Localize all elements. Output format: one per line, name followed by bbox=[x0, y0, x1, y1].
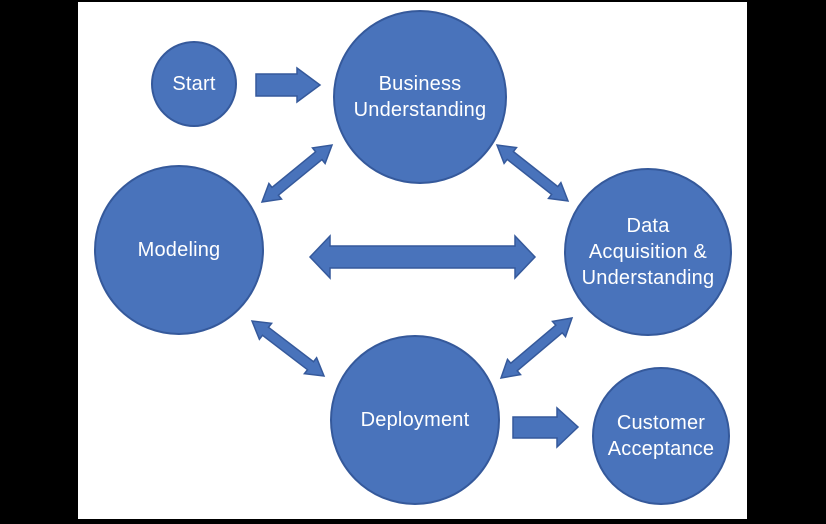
arrow-deployment-dataacq-double bbox=[499, 317, 574, 379]
node-customer-acceptance-label: Customer Acceptance bbox=[607, 412, 715, 460]
arrow-modeling-business-double bbox=[260, 144, 334, 203]
node-deployment: Deployment bbox=[330, 335, 500, 505]
node-business-understanding-label: Business Understanding bbox=[353, 73, 487, 121]
arrow-start-to-business bbox=[255, 66, 322, 104]
node-business-understanding: Business Understanding bbox=[333, 10, 507, 184]
node-data-acquisition-understanding-label: Data Acquisition & Understanding bbox=[581, 215, 715, 289]
node-deployment-label: Deployment bbox=[360, 409, 470, 431]
node-modeling-label: Modeling bbox=[137, 239, 221, 261]
arrow-deployment-to-customer bbox=[512, 406, 580, 449]
arrow-modeling-dataacq-double bbox=[308, 234, 537, 280]
node-data-acquisition-understanding: Data Acquisition & Understanding bbox=[564, 168, 732, 336]
node-customer-acceptance: Customer Acceptance bbox=[592, 367, 730, 505]
node-start: Start bbox=[151, 41, 237, 127]
node-modeling: Modeling bbox=[94, 165, 264, 335]
arrow-modeling-deployment-double bbox=[250, 320, 326, 377]
node-start-label: Start bbox=[172, 73, 216, 95]
arrow-business-dataacq-double bbox=[495, 144, 570, 202]
